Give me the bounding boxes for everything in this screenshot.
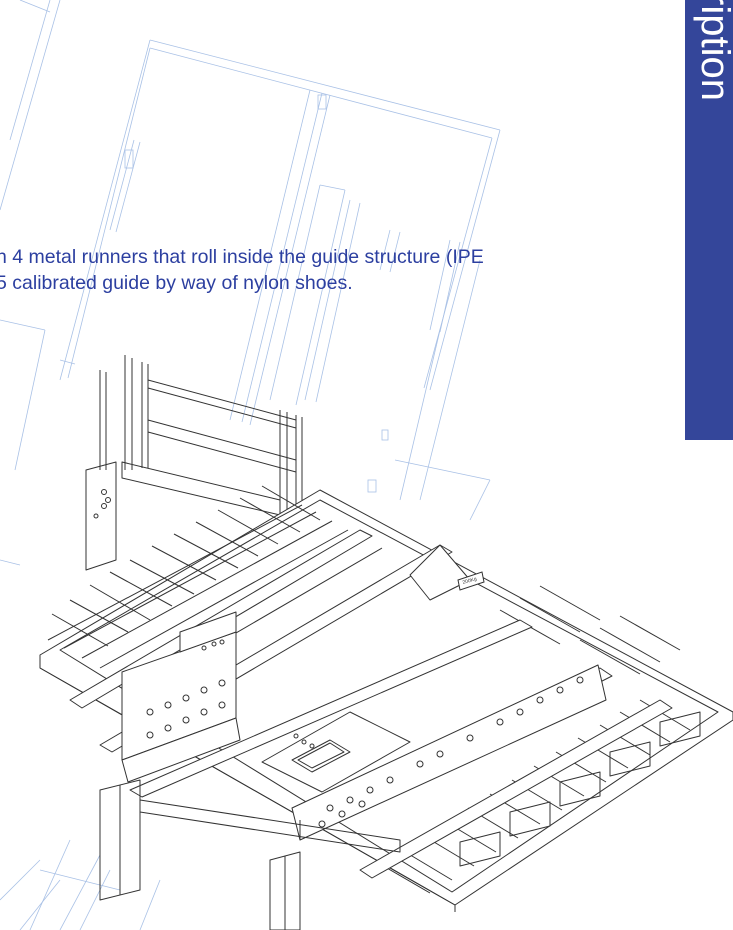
body-text-line-1: n 4 metal runners that roll inside the g… — [0, 246, 484, 268]
side-tab-label: ription — [693, 0, 733, 101]
side-bracket — [121, 611, 241, 783]
capacity-plate-label: 200Kg — [462, 576, 478, 586]
support-legs — [99, 779, 401, 930]
body-paragraph: n 4 metal runners that roll inside the g… — [0, 244, 690, 296]
beam-bolt-row — [318, 676, 584, 828]
guide-mast — [85, 355, 303, 571]
section-side-tab: ription — [685, 0, 733, 440]
center-plate — [261, 711, 411, 793]
body-text-line-2: 5 calibrated guide by way of nylon shoes… — [0, 272, 353, 294]
capacity-plate: 200Kg — [457, 571, 485, 591]
